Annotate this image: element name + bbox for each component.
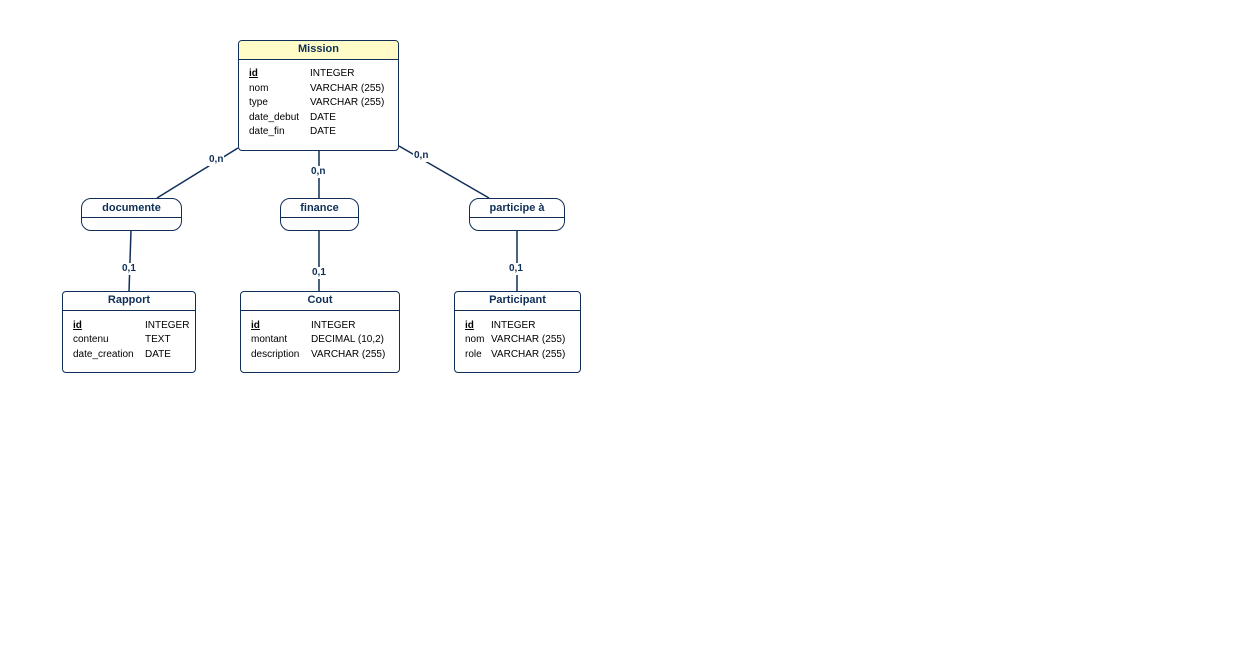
attribute-name: contenu — [73, 334, 109, 345]
attribute-name: type — [249, 97, 268, 108]
cardinality-mission-documente: 0,n — [208, 154, 225, 166]
attribute-name: nom — [465, 334, 485, 345]
entity-title: Mission — [239, 41, 398, 60]
cardinality-documente-rapport: 0,1 — [121, 263, 137, 275]
cardinality-finance-cout: 0,1 — [311, 267, 327, 279]
attribute-row: nom VARCHAR (255) — [239, 82, 398, 96]
association-finance[interactable]: finance — [280, 198, 359, 231]
entity-title: Cout — [241, 292, 399, 311]
attribute-name: id — [249, 68, 258, 79]
attribute-name: role — [465, 349, 482, 360]
attribute-name: description — [251, 349, 300, 360]
attribute-row: contenu TEXT — [63, 333, 195, 347]
attribute-row: id INTEGER — [239, 67, 398, 81]
attribute-type: DATE — [145, 349, 171, 360]
attribute-name: date_debut — [249, 112, 300, 123]
attribute-row: id INTEGER — [455, 319, 580, 333]
attribute-name: date_fin — [249, 126, 285, 137]
attribute-row: date_fin DATE — [239, 125, 398, 139]
attribute-row: montant DECIMAL (10,2) — [241, 333, 399, 347]
attribute-row: date_creation DATE — [63, 348, 195, 362]
attribute-type: INTEGER — [491, 320, 536, 331]
association-documente[interactable]: documente — [81, 198, 182, 231]
attribute-row: type VARCHAR (255) — [239, 96, 398, 110]
link-documente-rapport — [128, 229, 132, 293]
attribute-type: VARCHAR (255) — [491, 334, 566, 345]
attribute-type: TEXT — [145, 334, 171, 345]
entity-mission[interactable]: Mission id INTEGER nom VARCHAR (255) typ… — [238, 40, 399, 151]
attribute-row: date_debut DATE — [239, 111, 398, 125]
attribute-type: DECIMAL (10,2) — [311, 334, 384, 345]
attribute-name: nom — [249, 83, 269, 94]
association-participe[interactable]: participe à — [469, 198, 565, 231]
attribute-type: INTEGER — [311, 320, 356, 331]
entity-rapport[interactable]: Rapport id INTEGER contenu TEXT date_cre… — [62, 291, 196, 373]
link-mission-documente — [156, 147, 239, 199]
attribute-row: role VARCHAR (255) — [455, 348, 580, 362]
attribute-type: DATE — [310, 112, 336, 123]
cardinality-mission-participe: 0,n — [413, 150, 430, 162]
association-title: finance — [281, 199, 358, 218]
association-title: documente — [82, 199, 181, 218]
entity-cout[interactable]: Cout id INTEGER montant DECIMAL (10,2) d… — [240, 291, 400, 373]
attribute-row: id INTEGER — [63, 319, 195, 333]
attribute-type: INTEGER — [145, 320, 190, 331]
attribute-type: VARCHAR (255) — [311, 349, 386, 360]
attribute-row: nom VARCHAR (255) — [455, 333, 580, 347]
attribute-type: VARCHAR (255) — [491, 349, 566, 360]
attribute-row: id INTEGER — [241, 319, 399, 333]
attribute-name: date_creation — [73, 349, 134, 360]
attribute-name: id — [73, 320, 82, 331]
attribute-type: DATE — [310, 126, 336, 137]
attribute-name: montant — [251, 334, 288, 345]
attribute-type: INTEGER — [310, 68, 355, 79]
attribute-type: VARCHAR (255) — [310, 97, 385, 108]
attribute-name: id — [251, 320, 260, 331]
entity-title: Participant — [455, 292, 580, 311]
attribute-type: VARCHAR (255) — [310, 83, 385, 94]
cardinality-mission-finance: 0,n — [310, 166, 327, 178]
attribute-name: id — [465, 320, 474, 331]
entity-title: Rapport — [63, 292, 195, 311]
entity-participant[interactable]: Participant id INTEGER nom VARCHAR (255)… — [454, 291, 581, 373]
association-title: participe à — [470, 199, 564, 218]
cardinality-participe-participant: 0,1 — [508, 263, 524, 275]
attribute-row: description VARCHAR (255) — [241, 348, 399, 362]
